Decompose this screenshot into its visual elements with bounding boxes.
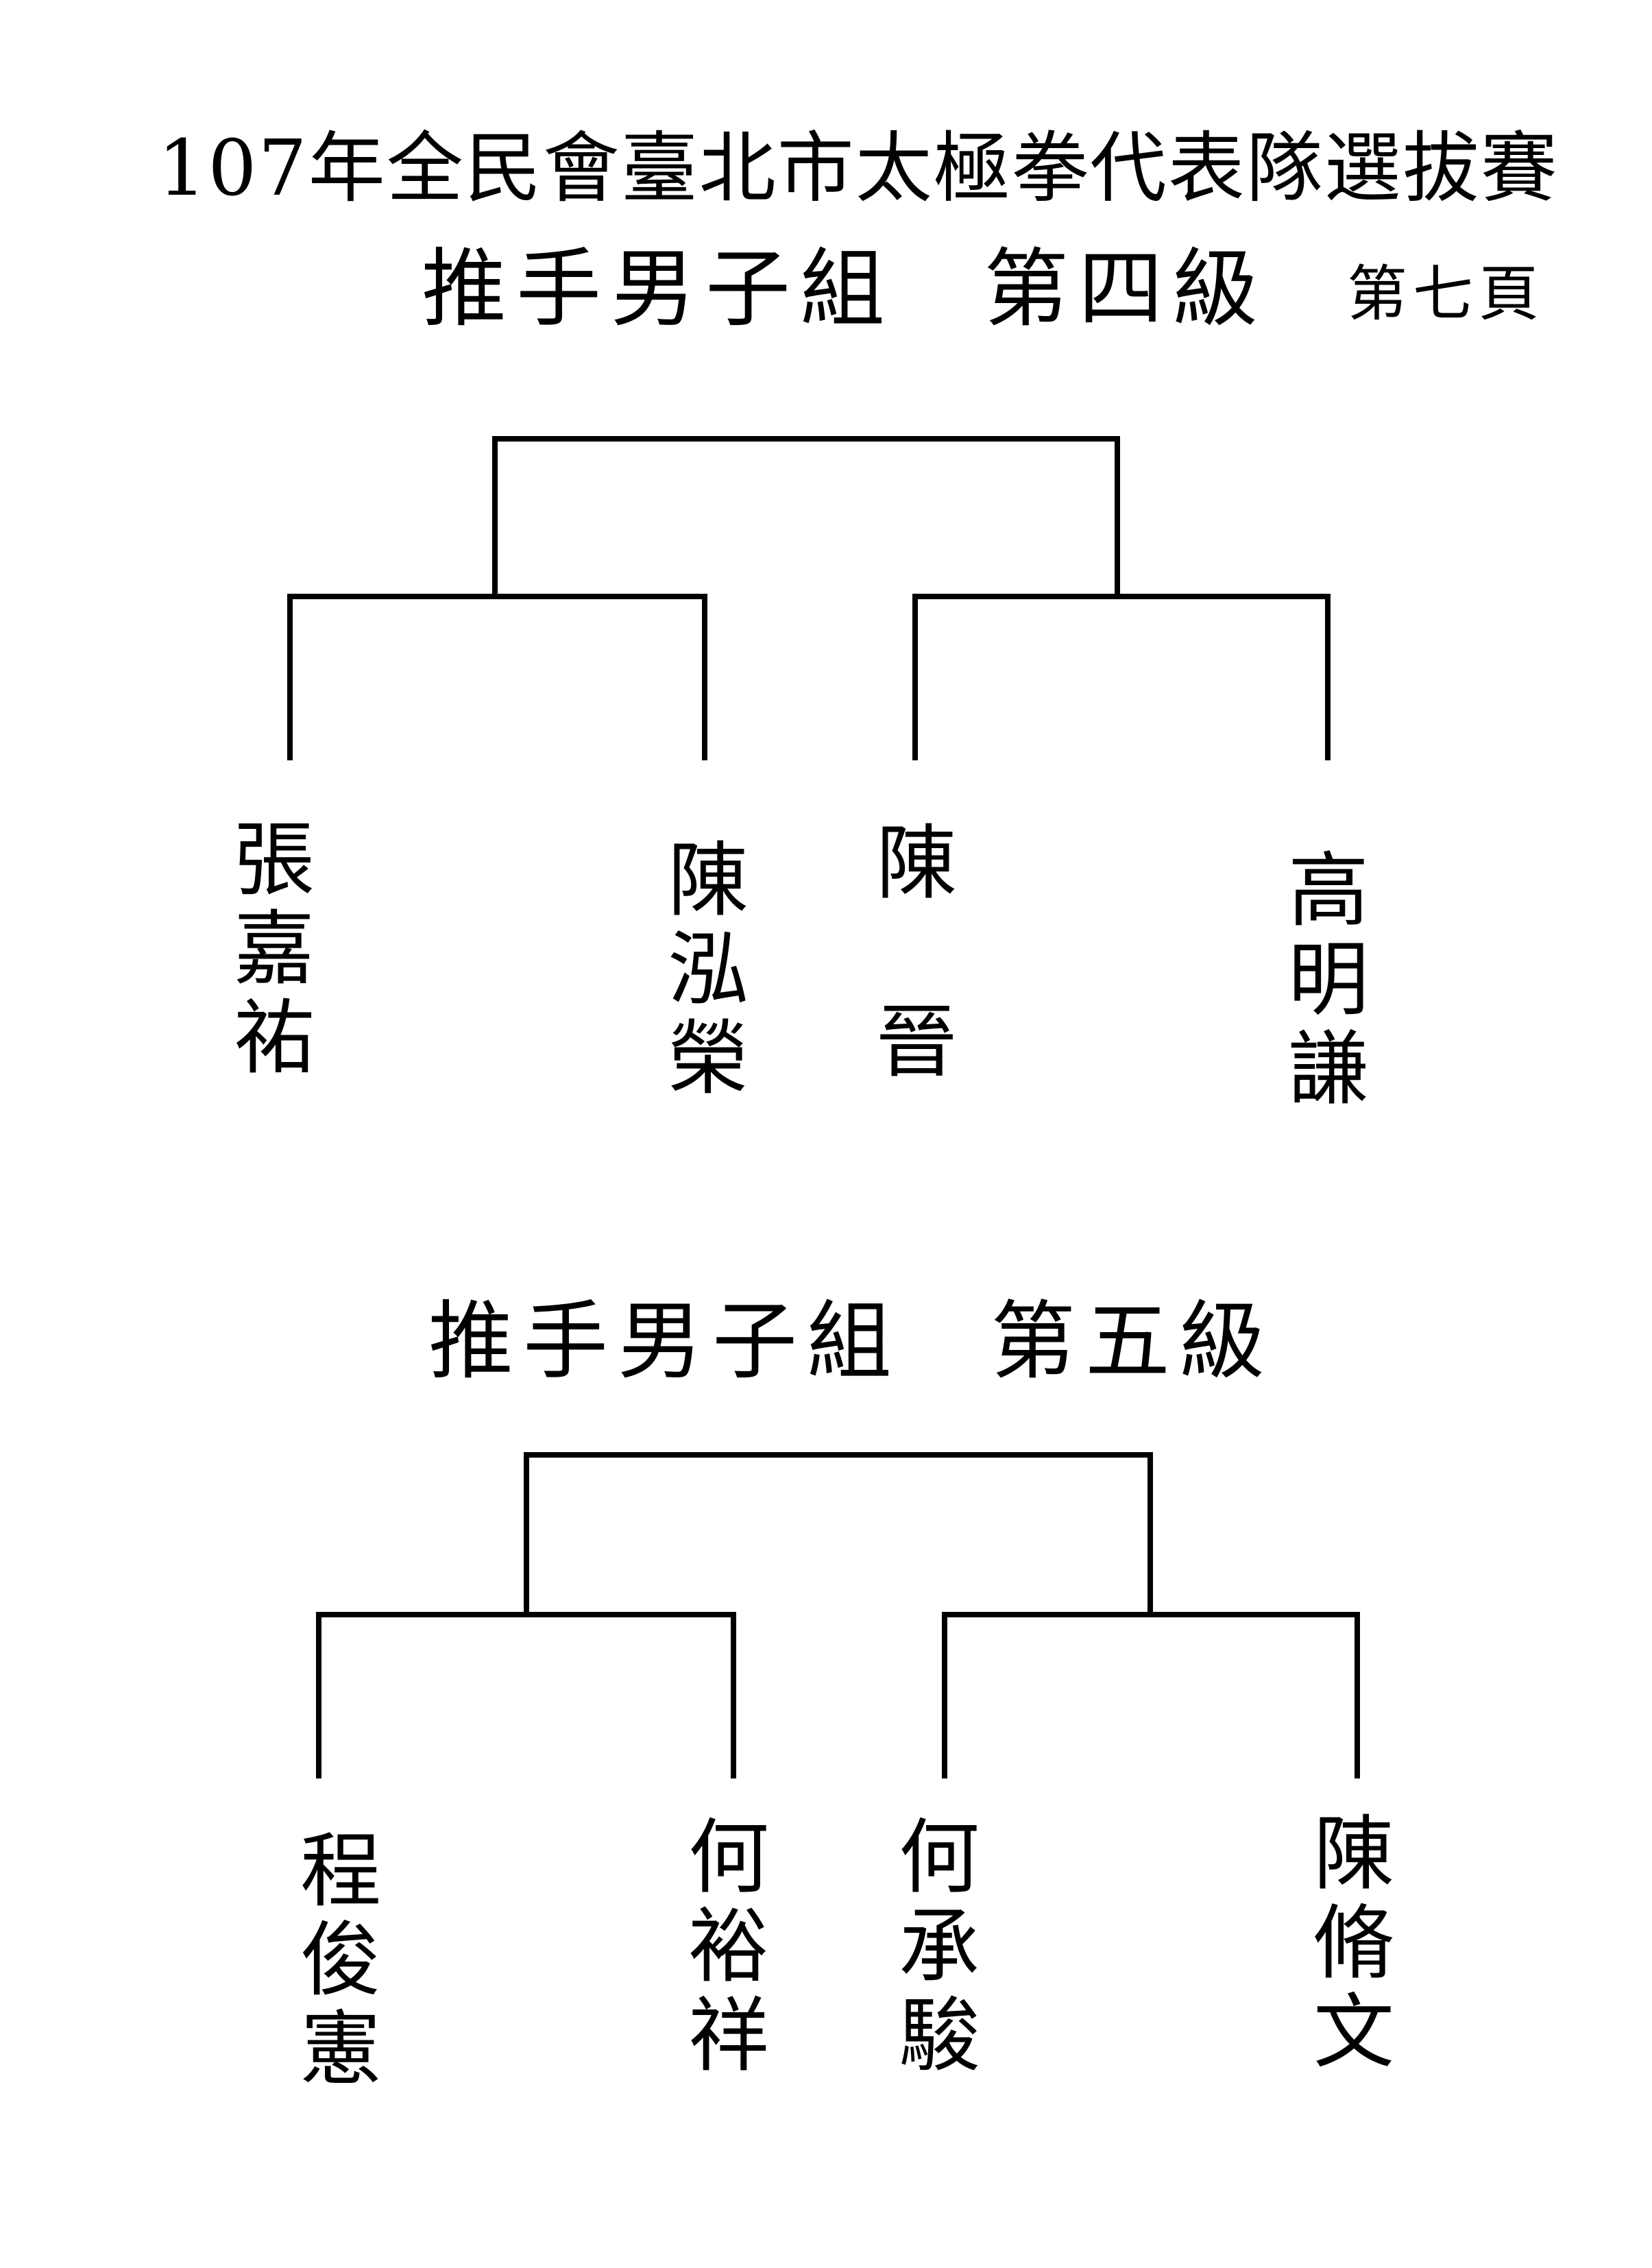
division-name: 第四級	[984, 240, 1268, 339]
bracket-level-5	[316, 1452, 1360, 1778]
page-title: 107年全民會臺北市太極拳代表隊選拔賽	[158, 124, 1559, 213]
player-name: 何裕祥	[688, 1810, 769, 2083]
group-name: 推手男子組	[428, 1292, 902, 1391]
player-name: 陳泓榮	[667, 833, 749, 1106]
group-name: 推手男子組	[422, 240, 895, 339]
bracket-level-4	[287, 436, 1331, 760]
division-name: 第五級	[991, 1292, 1275, 1391]
player-name: 陳脩文	[1313, 1807, 1394, 2079]
player-name: 程俊憲	[300, 1824, 381, 2097]
player-name: 高明謙	[1287, 843, 1369, 1116]
player-name: 何承駿	[898, 1810, 980, 2083]
section-heading-level-4: 推手男子組第四級	[422, 247, 1267, 332]
player-name: 張嘉祐	[233, 812, 315, 1085]
page-number: 第七頁	[1347, 258, 1545, 329]
section-heading-level-5: 推手男子組第五級	[428, 1299, 1274, 1384]
player-name: 陳晉	[875, 816, 957, 1089]
